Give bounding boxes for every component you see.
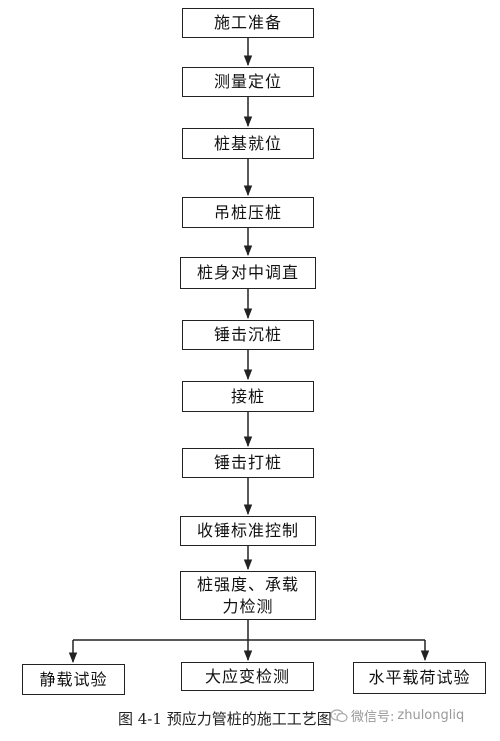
step-label: 接桩 bbox=[230, 386, 265, 406]
step-label: 施工准备 bbox=[213, 13, 282, 32]
step-pile-alignment: 桩身对中调直 bbox=[180, 257, 316, 289]
watermark-id: zhulongliq bbox=[397, 708, 465, 723]
step-strength-capacity-test: 桩强度、承载 力检测 bbox=[180, 571, 316, 620]
test-label: 水平载荷试验 bbox=[368, 668, 471, 687]
step-label-line2: 力检测 bbox=[222, 596, 274, 616]
step-hammer-sinking: 锤击沉桩 bbox=[182, 320, 314, 350]
step-label: 收锤标准控制 bbox=[196, 521, 299, 540]
step-pile-splicing: 接桩 bbox=[182, 381, 314, 412]
step-label: 桩基就位 bbox=[213, 133, 282, 153]
step-lift-press-pile: 吊桩压桩 bbox=[182, 197, 314, 228]
step-label: 吊桩压桩 bbox=[213, 202, 282, 222]
wechat-icon bbox=[330, 708, 348, 722]
figure-caption: 图 4-1 预应力管桩的施工工艺图 bbox=[118, 710, 332, 728]
watermark-label: 微信号: bbox=[351, 710, 395, 725]
step-survey-positioning: 测量定位 bbox=[182, 67, 314, 97]
test-high-strain: 大应变检测 bbox=[181, 662, 314, 691]
step-label: 测量定位 bbox=[213, 72, 282, 91]
step-label: 锤击打桩 bbox=[213, 453, 282, 472]
step-construction-prep: 施工准备 bbox=[182, 8, 314, 38]
step-label-line1: 桩强度、承载 bbox=[196, 574, 299, 594]
test-horizontal-load: 水平载荷试验 bbox=[353, 662, 486, 694]
test-label: 静载试验 bbox=[39, 669, 108, 689]
test-label: 大应变检测 bbox=[204, 666, 290, 686]
step-label: 锤击沉桩 bbox=[213, 325, 282, 344]
step-label: 桩身对中调直 bbox=[196, 263, 299, 282]
step-pile-positioning: 桩基就位 bbox=[182, 128, 314, 159]
step-final-set-control: 收锤标准控制 bbox=[180, 516, 316, 546]
test-static-load: 静载试验 bbox=[22, 664, 125, 695]
step-hammer-driving: 锤击打桩 bbox=[182, 448, 314, 478]
watermark: 微信号: zhulongliq bbox=[330, 706, 464, 725]
